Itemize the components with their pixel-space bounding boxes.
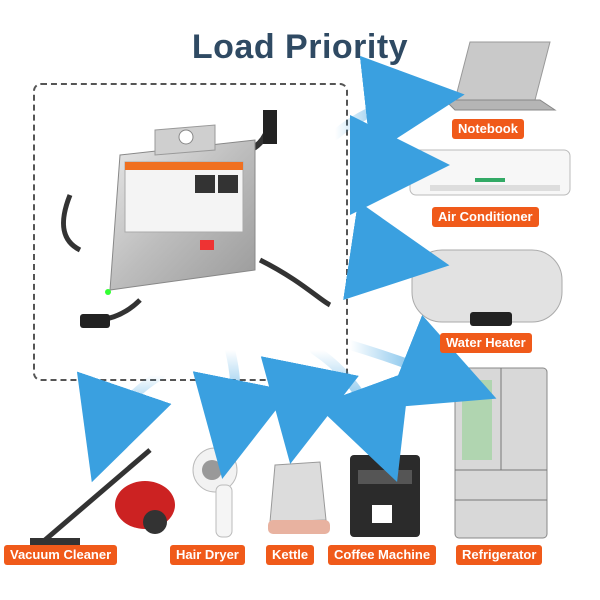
hair-dryer-image xyxy=(192,447,238,538)
water-heater-image xyxy=(411,249,563,326)
label-hair-dryer: Hair Dryer xyxy=(170,545,245,565)
notebook-image xyxy=(443,41,557,111)
coffee-machine-image xyxy=(350,455,420,537)
label-coffee-machine: Coffee Machine xyxy=(328,545,437,565)
label-refrigerator: Refrigerator xyxy=(456,545,543,565)
air-conditioner-image xyxy=(409,149,571,196)
label-air-conditioner: Air Conditioner xyxy=(432,207,539,227)
refrigerator-image xyxy=(454,367,548,539)
label-water-heater: Water Heater xyxy=(440,333,532,353)
micro-inverter xyxy=(60,109,332,328)
vacuum-cleaner-image xyxy=(30,448,175,548)
flow-arrows xyxy=(76,55,497,483)
label-notebook: Notebook xyxy=(452,119,524,139)
label-vacuum-cleaner: Vacuum Cleaner xyxy=(4,545,118,565)
kettle-image xyxy=(268,461,330,534)
label-kettle: Kettle xyxy=(266,545,315,565)
